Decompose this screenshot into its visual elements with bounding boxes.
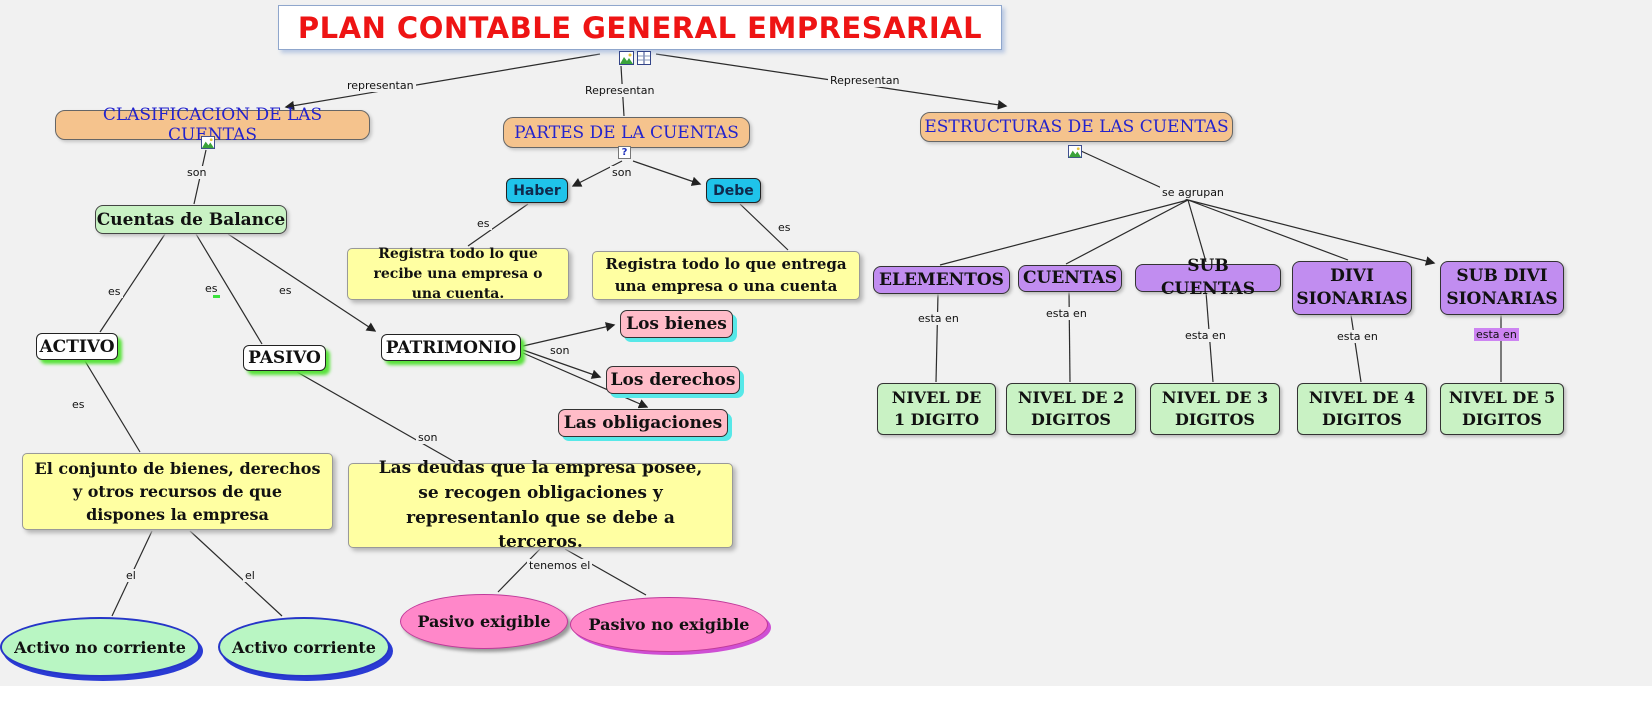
- concept-pasivo[interactable]: PASIVO: [243, 345, 326, 371]
- concept-haber[interactable]: Haber: [506, 178, 568, 203]
- concept-sub-cuentas[interactable]: SUB CUENTAS: [1135, 256, 1281, 299]
- concept-registra-recibe[interactable]: Registra todo lo que recibe una empresa …: [347, 246, 569, 302]
- link-esta-en-elementos[interactable]: esta en: [916, 312, 961, 325]
- concept-clasificacion[interactable]: CLASIFICACION DE LAS CUENTAS: [55, 105, 370, 145]
- image-resource-icon[interactable]: [1068, 143, 1082, 162]
- concept-pasivo-exigible[interactable]: Pasivo exigible: [400, 594, 568, 649]
- link-esta-en-cuentas[interactable]: esta en: [1044, 307, 1089, 320]
- concept-los-bienes[interactable]: Los bienes: [620, 310, 733, 338]
- concept-activo-corriente[interactable]: Activo corriente: [218, 617, 390, 677]
- link-es-pasivo[interactable]: es: [203, 282, 220, 295]
- link-esta-en-divisionarias[interactable]: esta en: [1335, 330, 1380, 343]
- table-resource-icon[interactable]: [637, 50, 651, 69]
- concept-definicion-activo[interactable]: El conjunto de bienes, derechos y otros …: [22, 453, 333, 530]
- concept-patrimonio[interactable]: PATRIMONIO: [381, 334, 521, 361]
- link-tenemos-el[interactable]: tenemos el: [527, 559, 593, 572]
- image-resource-icon[interactable]: [201, 134, 215, 153]
- concept-nivel-5-digitos[interactable]: NIVEL DE 5 DIGITOS: [1440, 383, 1564, 435]
- link-representan-estructuras[interactable]: Representan: [828, 74, 902, 87]
- concept-definicion-pasivo[interactable]: Las deudas que la empresa posee, se reco…: [348, 458, 733, 552]
- concept-nivel-2-digitos[interactable]: NIVEL DE 2 DIGITOS: [1006, 383, 1136, 435]
- map-title[interactable]: PLAN CONTABLE GENERAL EMPRESARIAL: [278, 5, 1002, 50]
- link-esta-en-sub-cuentas[interactable]: esta en: [1183, 329, 1228, 342]
- link-son-cuentas-balance[interactable]: son: [185, 166, 209, 179]
- image-resource-icon[interactable]: [619, 50, 634, 69]
- concept-cuentas[interactable]: CUENTAS: [1018, 265, 1122, 292]
- canvas-margin: [0, 686, 1652, 722]
- concept-debe[interactable]: Debe: [706, 178, 761, 203]
- link-son-definicion-pasivo[interactable]: son: [416, 431, 440, 444]
- concept-nivel-1-digito[interactable]: NIVEL DE 1 DIGITO: [877, 383, 996, 435]
- link-esta-en-sub-divisionarias[interactable]: esta en: [1474, 328, 1519, 341]
- concept-divisionarias[interactable]: DIVI SIONARIAS: [1292, 261, 1412, 315]
- link-son-partes[interactable]: son: [610, 166, 634, 179]
- concept-pasivo-no-exigible[interactable]: Pasivo no exigible: [570, 597, 768, 652]
- link-se-agrupan[interactable]: se agrupan: [1160, 186, 1226, 199]
- concept-sub-divisionarias[interactable]: SUB DIVI SIONARIAS: [1440, 261, 1564, 315]
- concept-los-derechos[interactable]: Los derechos: [606, 366, 740, 394]
- concept-activo[interactable]: ACTIVO: [36, 333, 118, 360]
- concept-elementos[interactable]: ELEMENTOS: [873, 266, 1010, 294]
- link-son-patrimonio[interactable]: son: [548, 344, 572, 357]
- concept-nivel-4-digitos[interactable]: NIVEL DE 4 DIGITOS: [1297, 383, 1427, 435]
- link-es-debe[interactable]: es: [776, 221, 793, 234]
- link-representan-partes[interactable]: Representan: [583, 84, 657, 97]
- concept-nivel-3-digitos[interactable]: NIVEL DE 3 DIGITOS: [1150, 383, 1280, 435]
- concept-activo-no-corriente[interactable]: Activo no corriente: [0, 617, 200, 677]
- link-el-activo-no-corriente[interactable]: el: [124, 569, 138, 582]
- question-resource-icon[interactable]: ?: [618, 146, 631, 159]
- concept-las-obligaciones[interactable]: Las obligaciones: [558, 409, 728, 437]
- link-es-patrimonio[interactable]: es: [277, 284, 294, 297]
- link-es-definicion-activo[interactable]: es: [70, 398, 87, 411]
- concept-registra-entrega[interactable]: Registra todo lo que entrega una empresa…: [592, 251, 860, 300]
- concept-cuentas-de-balance[interactable]: Cuentas de Balance: [95, 205, 287, 234]
- link-es-haber[interactable]: es: [475, 217, 492, 230]
- link-representan-clasificacion[interactable]: representan: [345, 79, 416, 92]
- link-el-activo-corriente[interactable]: el: [243, 569, 257, 582]
- concept-estructuras[interactable]: ESTRUCTURAS DE LAS CUENTAS: [920, 112, 1233, 142]
- link-es-activo[interactable]: es: [106, 285, 123, 298]
- concept-partes[interactable]: PARTES DE LA CUENTAS: [503, 117, 750, 148]
